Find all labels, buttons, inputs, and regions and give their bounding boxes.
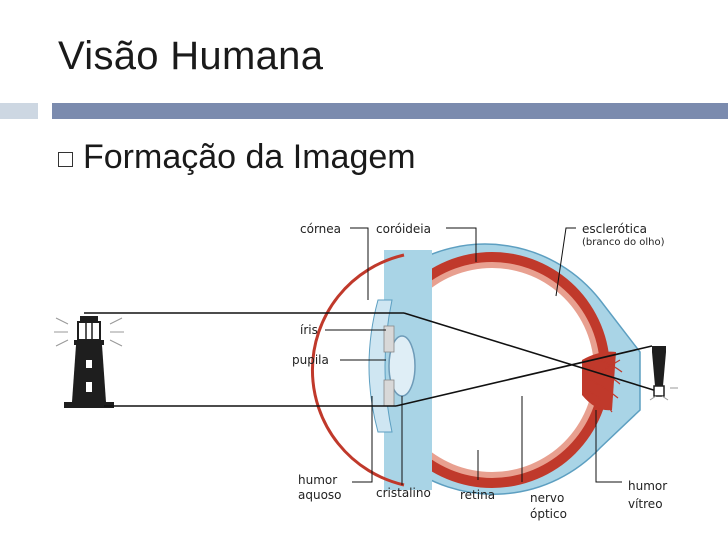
bullet-square-icon <box>58 152 73 167</box>
eyeball <box>310 243 641 495</box>
label-cornea: córnea <box>300 222 341 236</box>
label-humor-aquoso-2: aquoso <box>298 488 342 502</box>
label-pupila: pupila <box>292 353 329 367</box>
bullet-text: Formação da Imagem <box>83 138 416 176</box>
label-humor-vitreo-2: vítreo <box>628 497 663 511</box>
title-rule <box>52 103 728 119</box>
optic-nerve <box>582 351 623 413</box>
label-nervo-2: óptico <box>530 507 567 521</box>
leader-lines <box>325 227 622 485</box>
label-humor-aquoso-1: humor <box>298 473 337 487</box>
label-retina: retina <box>460 488 495 502</box>
title-rule-accent <box>0 103 38 119</box>
bullet-item: Formação da Imagem <box>58 138 416 177</box>
label-iris: íris <box>300 323 318 337</box>
inverted-image-icon <box>649 346 678 401</box>
label-coroideia: coróideia <box>376 222 431 236</box>
label-humor-vitreo-1: humor <box>628 479 667 493</box>
slide-title: Visão Humana <box>58 34 324 78</box>
lighthouse-icon <box>54 316 124 408</box>
label-esclerotica: esclerótica <box>582 222 647 236</box>
label-cristalino: cristalino <box>376 486 431 500</box>
light-rays <box>84 312 661 407</box>
label-nervo-1: nervo <box>530 491 564 505</box>
label-branco-do-olho: (branco do olho) <box>582 237 665 248</box>
